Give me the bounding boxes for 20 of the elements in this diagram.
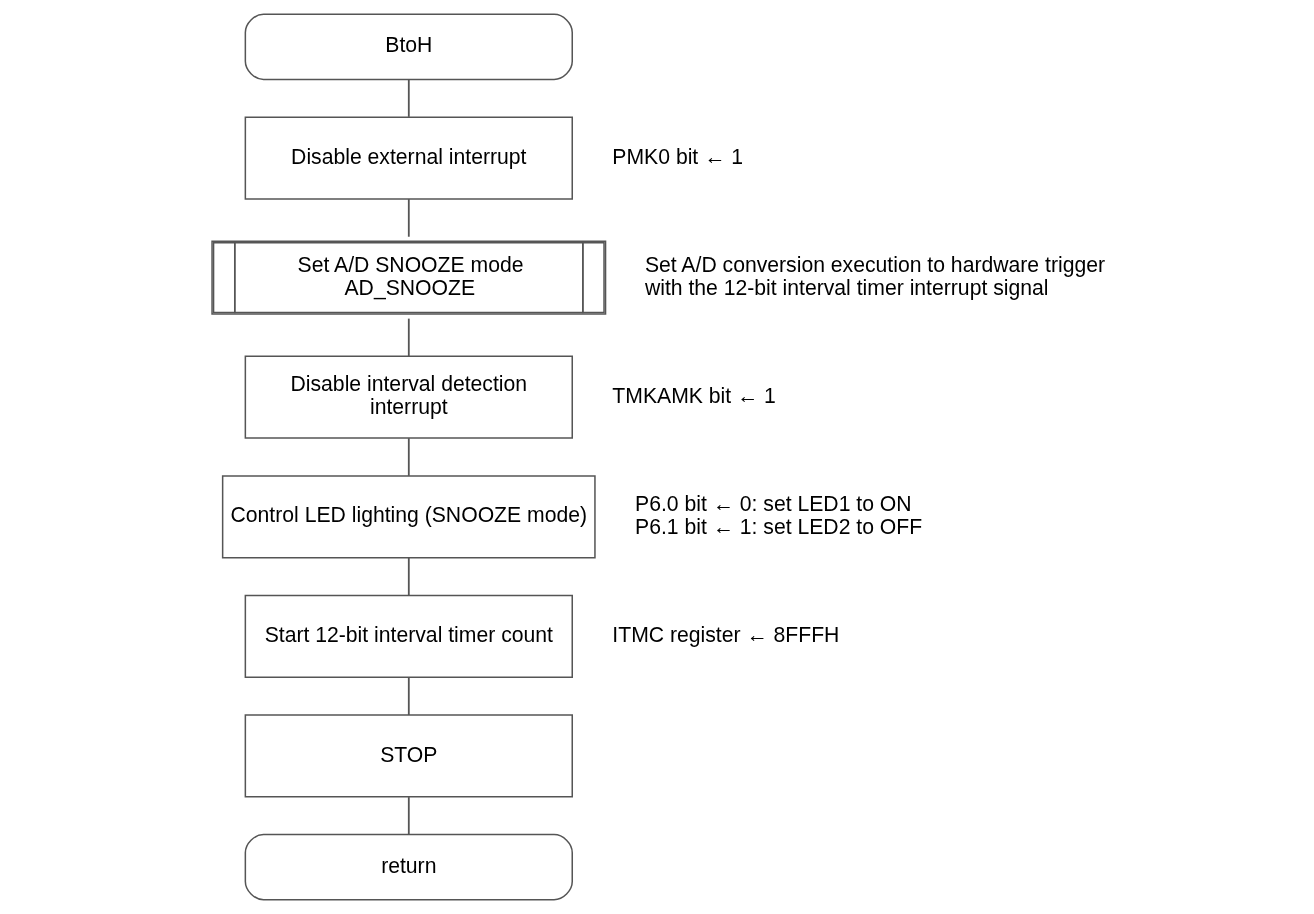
connector — [407, 78, 410, 118]
connector — [407, 317, 410, 358]
node-label: P6.0 bit ← 0: set LED1 to ON — [635, 492, 912, 516]
node-box: BtoH — [244, 13, 573, 81]
connector — [407, 796, 410, 836]
node-label: PMK0 bit ← 1 — [612, 144, 743, 168]
node-label: ITMC register ← 8FFFH — [612, 622, 840, 646]
node-label: TMKAMK bit ← 1 — [612, 383, 776, 407]
node-box: Disable interval detection interrupt — [244, 355, 573, 439]
node-box: Control LED lighting (SNOOZE mode) — [221, 475, 596, 559]
node-box: Start 12-bit interval timer count — [244, 594, 573, 678]
node-label: P6.1 bit ← 1: set LED2 to OFF — [635, 514, 923, 538]
node-box: STOP — [244, 714, 573, 798]
connector — [407, 437, 410, 477]
connector — [407, 198, 410, 238]
connector — [407, 676, 410, 716]
connector — [407, 556, 410, 597]
node-label: Set A/D conversion execution to hardware trigger with the 12-bit interval timer interrupt signal — [644, 252, 1106, 299]
node-box: return — [244, 833, 573, 901]
node-box: Disable external interrupt — [244, 116, 573, 200]
